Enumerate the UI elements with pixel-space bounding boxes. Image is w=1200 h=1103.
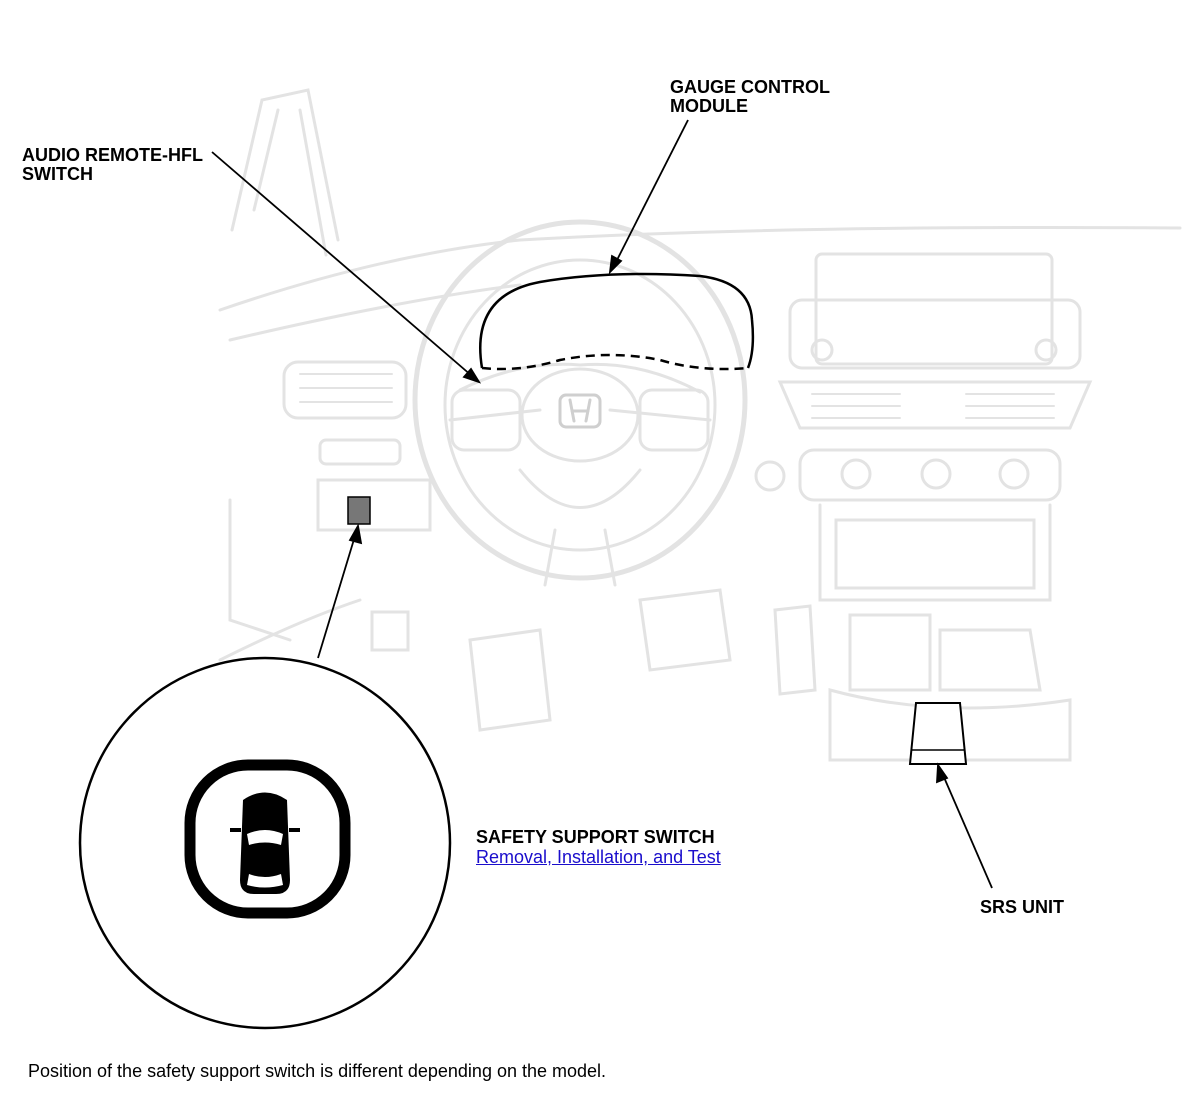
position-note: Position of the safety support switch is… (28, 1061, 607, 1081)
srs-unit-label-text: SRS UNIT (980, 897, 1065, 917)
removal-installation-test-link[interactable]: Removal, Installation, and Test (476, 847, 721, 867)
srs-unit-box (908, 702, 968, 765)
safety-support-switch-marker (347, 496, 371, 525)
safety-support-switch-label-text: SAFETY SUPPORT SWITCH (476, 827, 715, 847)
safety-support-switch-label: SAFETY SUPPORT SWITCH (476, 828, 715, 847)
dashboard-line-art (218, 88, 1182, 762)
gauge-control-module-label-line1: GAUGE CONTROL (670, 77, 830, 97)
car-top-view-in-rounded-frame-icon (184, 759, 351, 919)
leader-lines (211, 119, 993, 889)
audio-remote-hfl-switch-label-line2: SWITCH (22, 164, 93, 184)
gauge-control-module-label: GAUGE CONTROL MODULE (670, 78, 830, 116)
gauge-control-module-label-line2: MODULE (670, 96, 748, 116)
audio-remote-hfl-switch-label: AUDIO REMOTE-HFL SWITCH (22, 146, 203, 184)
gauge-module-outline (479, 272, 755, 369)
srs-unit-label: SRS UNIT (980, 898, 1064, 917)
audio-remote-hfl-switch-label-line1: AUDIO REMOTE-HFL (22, 145, 203, 165)
